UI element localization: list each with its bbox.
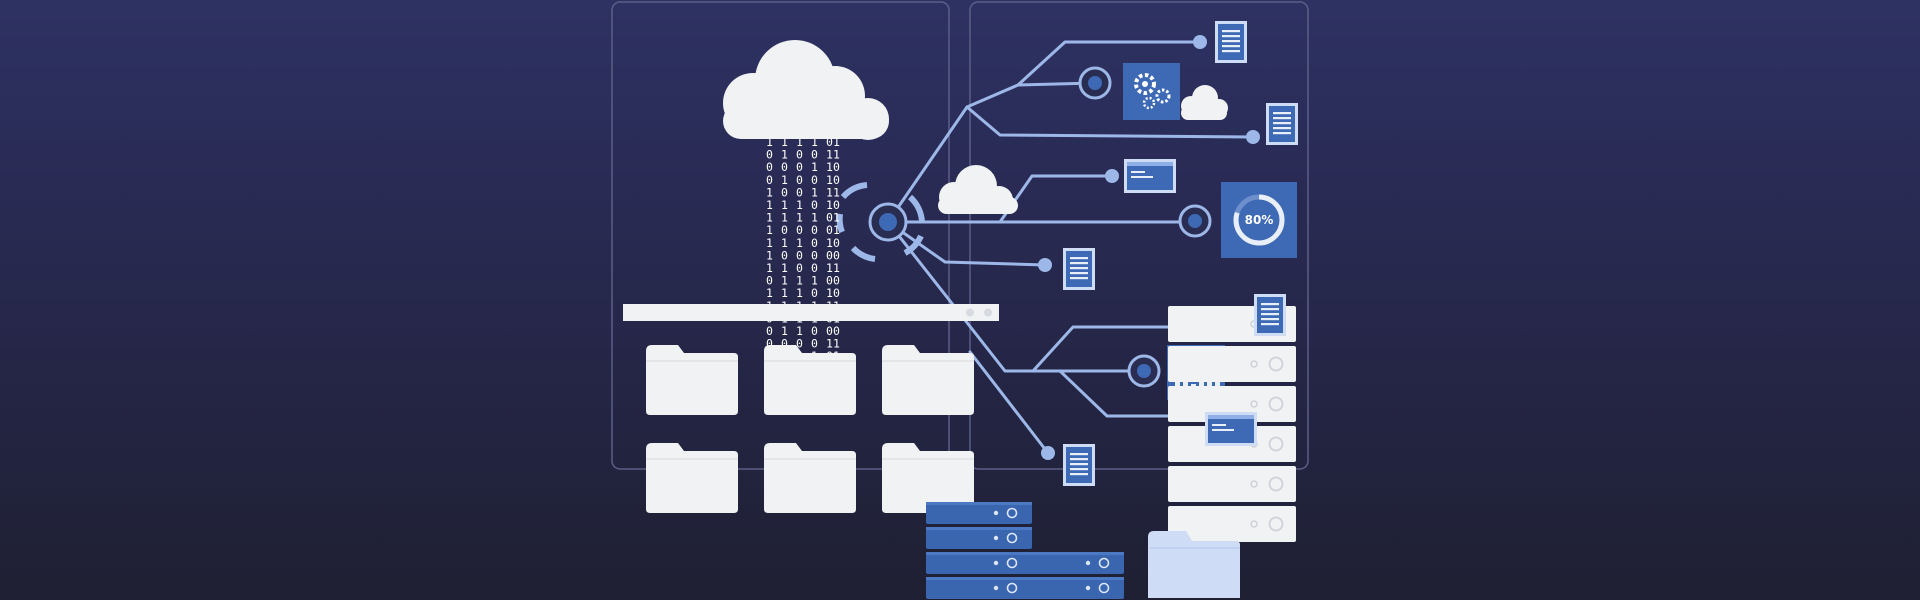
folder-icon [1148,531,1240,598]
folder-icon [763,344,857,416]
binary-column: 0111110010101100101 [826,135,833,376]
target-node-icon [1127,354,1161,388]
document-icon [1266,103,1298,145]
binary-data-stream: 1000111111101100000 1101011010111111001 … [766,135,840,376]
document-icon [1063,444,1095,486]
right-panel-frame [969,1,1309,470]
document-icon [1063,248,1095,290]
binary-column: 1101011010111111001 [781,135,788,376]
binary-column: 1000111111101100000 [766,135,773,376]
folder-icon [881,344,975,416]
binary-column: 1000011010011111001 [796,135,803,376]
gears-settings-icon [1123,63,1180,120]
document-icon [1254,294,1286,336]
progress-bar [623,304,999,321]
binary-column: 1010101000010110010 [811,135,818,376]
folder-icon [645,344,739,416]
folder-grid [645,344,975,514]
window-icon [1124,159,1176,193]
percentage-gauge: 80% [1221,182,1297,258]
target-node-icon [1178,204,1212,238]
target-node-icon [1078,66,1112,100]
cloud-icon [723,40,889,140]
folder-icon [763,442,857,514]
server-stack-blue [925,501,1125,600]
window-icon [1205,412,1257,446]
cloud-icon [1181,85,1228,120]
binary-column: 1100101100100110111 [833,135,840,376]
document-icon [1215,21,1247,63]
gauge-label: 80% [1245,213,1274,227]
network-hub-icon [836,182,925,262]
folder-icon [645,442,739,514]
cloud-icon [938,165,1018,214]
